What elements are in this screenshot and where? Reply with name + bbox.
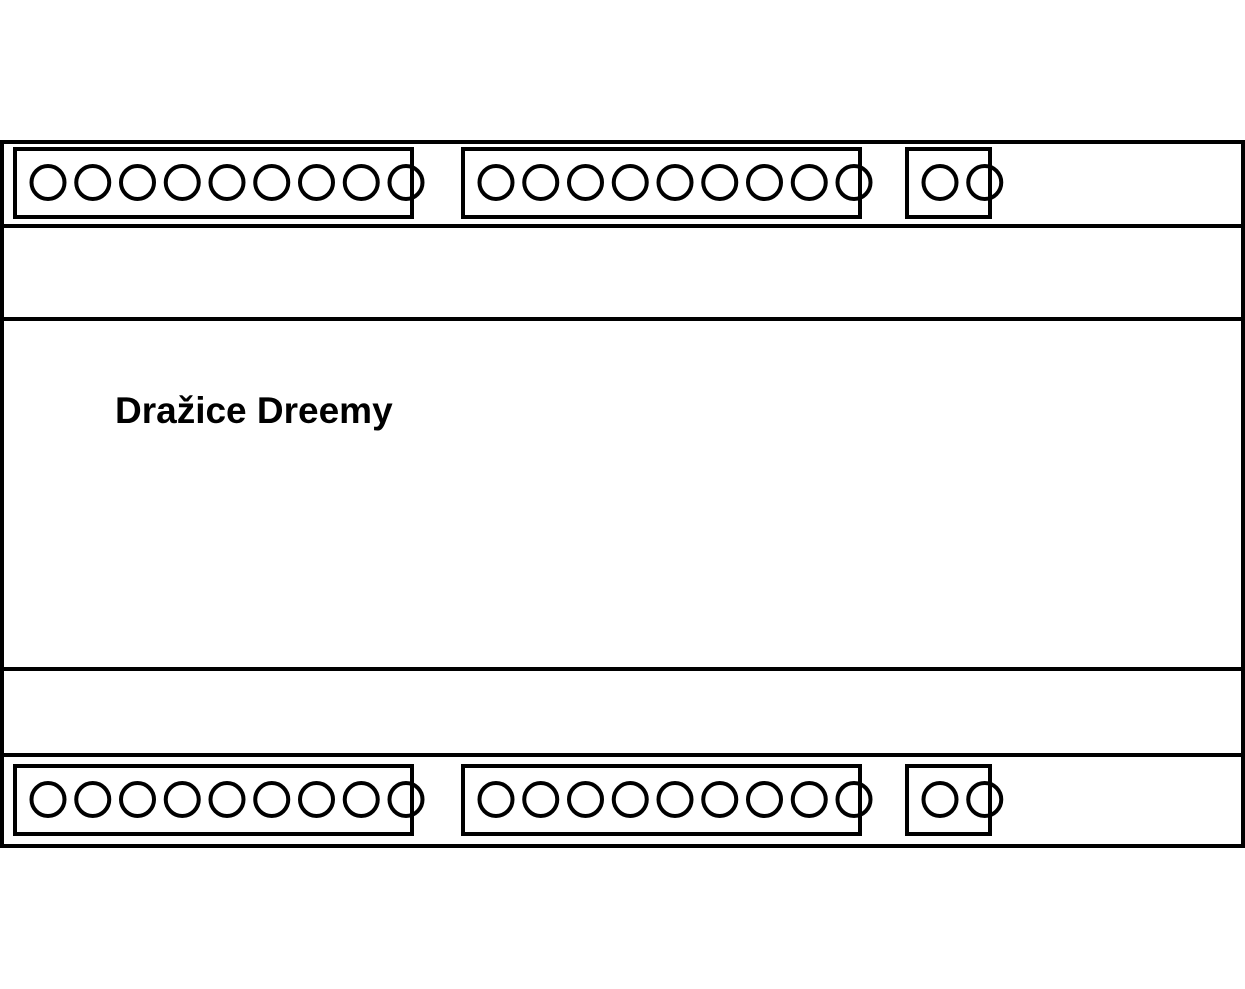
terminal-screw-icon bbox=[835, 164, 873, 201]
terminal-layer bbox=[13, 147, 1004, 836]
terminal-screw-icon bbox=[477, 781, 515, 818]
terminal-screw-icon bbox=[208, 781, 246, 818]
terminal-screw-icon bbox=[790, 781, 828, 818]
terminal-screw-icon bbox=[966, 781, 1004, 818]
terminal-screw-icon bbox=[253, 164, 291, 201]
terminal-screw-icon bbox=[921, 781, 959, 818]
terminal-screw-icon bbox=[119, 164, 156, 201]
device-label: Dražice Dreemy bbox=[115, 390, 393, 431]
terminal-screw-icon bbox=[656, 781, 694, 818]
terminal-screw-icon bbox=[29, 164, 67, 201]
terminal-screw-icon bbox=[966, 164, 1004, 201]
terminal-screw-icon bbox=[611, 781, 649, 818]
terminal-block-top-2 bbox=[461, 147, 862, 219]
terminal-screw-icon bbox=[477, 164, 515, 201]
terminal-screw-icon bbox=[611, 164, 649, 201]
terminal-screw-icon bbox=[253, 781, 291, 818]
terminal-screw-icon bbox=[921, 164, 959, 201]
terminal-block-bottom-2 bbox=[461, 764, 862, 836]
terminal-screw-icon bbox=[567, 164, 604, 201]
terminal-screw-icon bbox=[74, 781, 112, 818]
terminal-screw-icon bbox=[298, 781, 335, 818]
terminal-screw-icon bbox=[163, 781, 201, 818]
terminal-screw-icon bbox=[298, 164, 335, 201]
terminal-screw-icon bbox=[701, 164, 739, 201]
terminal-screw-icon bbox=[656, 164, 694, 201]
terminal-block-top-3 bbox=[905, 147, 992, 219]
terminal-screw-icon bbox=[701, 781, 739, 818]
terminal-screw-icon bbox=[74, 164, 112, 201]
terminal-screw-icon bbox=[119, 781, 156, 818]
device-housing bbox=[0, 140, 1245, 848]
terminal-screw-icon bbox=[342, 164, 380, 201]
terminal-screw-icon bbox=[387, 164, 425, 201]
terminal-screw-icon bbox=[567, 781, 604, 818]
terminal-screw-icon bbox=[29, 781, 67, 818]
terminal-screw-icon bbox=[208, 164, 246, 201]
terminal-block-top-1 bbox=[13, 147, 414, 219]
terminal-screw-icon bbox=[342, 781, 380, 818]
terminal-block-bottom-1 bbox=[13, 764, 414, 836]
terminal-screw-icon bbox=[163, 164, 201, 201]
terminal-screw-icon bbox=[522, 781, 560, 818]
terminal-screw-icon bbox=[790, 164, 828, 201]
terminal-screw-icon bbox=[835, 781, 873, 818]
terminal-block-bottom-3 bbox=[905, 764, 992, 836]
terminal-screw-icon bbox=[746, 164, 783, 201]
terminal-screw-icon bbox=[387, 781, 425, 818]
terminal-screw-icon bbox=[522, 164, 560, 201]
terminal-screw-icon bbox=[746, 781, 783, 818]
